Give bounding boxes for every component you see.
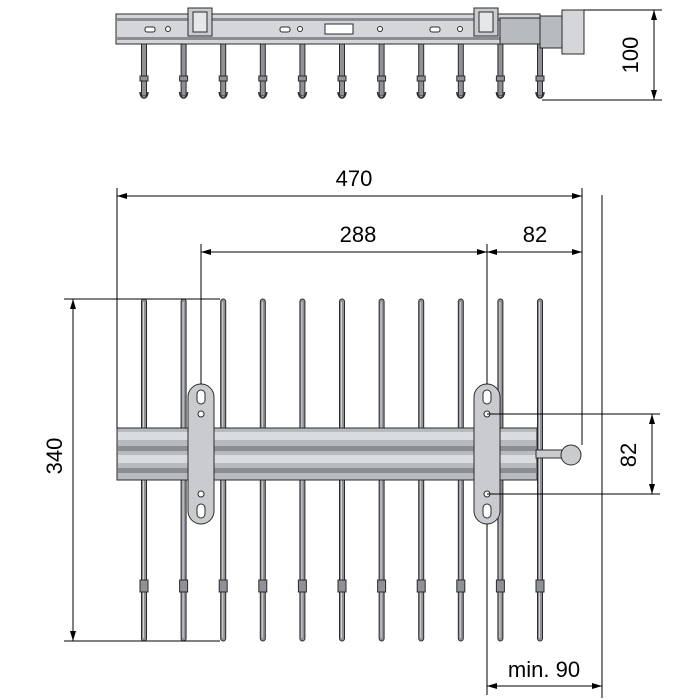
dim-min90-arrow-left bbox=[487, 683, 497, 689]
front-bracket-left bbox=[187, 383, 215, 525]
top-dim-arrow-down bbox=[651, 90, 657, 100]
front-rail-band-1 bbox=[118, 432, 536, 440]
dim-82h-arrow-right bbox=[572, 249, 582, 255]
top-rods bbox=[139, 43, 545, 99]
dim-82h-arrow-left bbox=[487, 249, 497, 255]
dimension-340-label: 340 bbox=[42, 438, 67, 475]
top-bracket-right-inner bbox=[478, 11, 494, 33]
top-rail-hole-3 bbox=[377, 26, 383, 32]
top-rod bbox=[535, 43, 545, 99]
top-rail-slot-1 bbox=[144, 26, 156, 33]
top-rail-hole-1 bbox=[165, 26, 171, 32]
front-rail-band-3 bbox=[118, 455, 536, 463]
top-rail-lock bbox=[324, 23, 354, 35]
dimension-470-label: 470 bbox=[336, 166, 373, 191]
dim-82v-arrow-up bbox=[649, 414, 655, 424]
front-rail-band-2 bbox=[118, 446, 536, 451]
top-rod bbox=[416, 43, 426, 99]
top-rod bbox=[495, 43, 506, 99]
dim-340-arrow-down bbox=[70, 631, 76, 641]
front-handle-stem bbox=[535, 449, 565, 459]
dim-82v-arrow-down bbox=[649, 484, 655, 494]
dim-470-arrow-right bbox=[572, 193, 582, 199]
top-view: 100 bbox=[115, 7, 662, 101]
front-view: 470 288 82 340 82 bbox=[42, 166, 660, 698]
top-dim-arrow-up bbox=[651, 10, 657, 20]
top-rail-stripe-lower bbox=[117, 37, 539, 40]
dimension-min-90-label: min. 90 bbox=[508, 657, 580, 682]
front-rod bbox=[535, 298, 545, 642]
dim-340-arrow-up bbox=[70, 299, 76, 309]
top-rail-hole-4 bbox=[457, 26, 463, 32]
top-wall-mount bbox=[539, 15, 565, 49]
dimension-100-label: 100 bbox=[618, 37, 643, 74]
front-rail-band-4 bbox=[118, 468, 536, 473]
top-rod bbox=[139, 43, 149, 99]
top-rod bbox=[297, 43, 308, 99]
dimension-288-label: 288 bbox=[340, 222, 377, 247]
top-rail-slot-2 bbox=[279, 26, 291, 33]
top-rail-stripe-upper bbox=[117, 18, 539, 21]
top-rod bbox=[376, 43, 387, 99]
dimension-82-horizontal-label: 82 bbox=[523, 222, 547, 247]
dim-288-arrow-left bbox=[201, 249, 211, 255]
top-rod bbox=[456, 43, 466, 99]
top-rod bbox=[337, 43, 347, 99]
dim-288-arrow-right bbox=[477, 249, 487, 255]
top-rod bbox=[218, 43, 228, 99]
front-handle-knob bbox=[560, 444, 582, 466]
top-slide-end bbox=[499, 17, 545, 45]
top-rail-slot-3 bbox=[429, 26, 441, 33]
dim-min90-arrow-right bbox=[592, 683, 602, 689]
top-rail-hole-2 bbox=[297, 26, 303, 32]
top-rod bbox=[258, 43, 268, 99]
dim-470-arrow-left bbox=[117, 193, 127, 199]
dimension-82-vertical-label: 82 bbox=[616, 443, 641, 467]
top-bracket-left-inner bbox=[192, 11, 208, 33]
top-wall-plate bbox=[561, 9, 585, 55]
top-rod bbox=[178, 43, 189, 99]
front-bracket-right bbox=[473, 383, 501, 525]
